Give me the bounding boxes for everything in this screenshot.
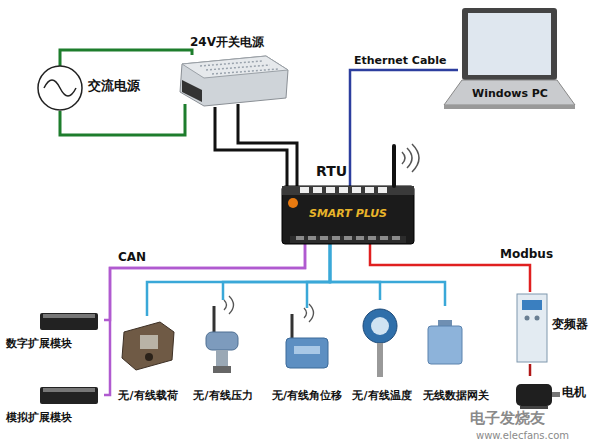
port xyxy=(326,187,335,193)
inverter-body xyxy=(517,294,547,362)
load-cell-hole xyxy=(145,353,153,361)
motor-body xyxy=(516,384,552,406)
digital-module: 数字扩展模块 xyxy=(4,308,104,358)
temperature-head xyxy=(363,309,397,343)
connector-line xyxy=(350,70,458,186)
ac-source: 交流电源 xyxy=(38,66,146,111)
port xyxy=(365,187,374,193)
antenna xyxy=(291,314,294,340)
watermark-text: www.elecfans.com xyxy=(476,430,586,442)
port xyxy=(300,187,309,193)
angle-sensor xyxy=(286,338,328,368)
node-label: 无/有线温度 xyxy=(342,390,422,403)
temperature-sensor: 无/有线温度 xyxy=(346,300,418,410)
power-supply-top xyxy=(182,56,288,78)
module-body xyxy=(40,387,98,404)
antenna xyxy=(213,306,216,334)
laptop-screen-frame xyxy=(462,8,557,80)
connector-line xyxy=(223,244,330,300)
inverter-display xyxy=(522,300,542,310)
node-label: 无/有线载荷 xyxy=(108,390,188,403)
node-label: 交流电源 xyxy=(88,79,148,94)
load-cell xyxy=(122,322,174,370)
connector-line xyxy=(529,364,532,376)
watermark-text: 电子发烧友 xyxy=(470,410,560,427)
bus-label: CAN xyxy=(118,251,228,265)
load-cell-plate xyxy=(140,335,158,349)
connector-line xyxy=(215,107,287,186)
device-brand: SMART PLUS xyxy=(282,208,414,221)
angle-sensor: 无/有线角位移 xyxy=(262,308,352,410)
port xyxy=(378,187,387,193)
pressure-fitting xyxy=(213,366,231,373)
connector-line xyxy=(147,244,330,316)
logo-dot xyxy=(288,198,298,208)
laptop-base xyxy=(444,80,575,105)
connector-line xyxy=(104,244,305,395)
connector-line xyxy=(330,244,445,306)
windows-pc: Windows PC xyxy=(458,6,562,112)
connector-line xyxy=(330,244,380,300)
power-wire xyxy=(60,104,185,135)
gateway-body xyxy=(428,326,462,364)
antenna xyxy=(392,146,396,186)
node-label: 变频器 xyxy=(552,318,592,332)
laptop-screen xyxy=(468,13,551,75)
inverter-button xyxy=(525,316,530,321)
bus-label: Ethernet Cable xyxy=(354,55,464,68)
wifi-waves xyxy=(304,304,314,322)
wifi-waves xyxy=(402,144,419,172)
angle-sensor-label xyxy=(294,346,320,354)
motor-shaft xyxy=(552,392,560,397)
sine-wave xyxy=(44,80,76,96)
node-label: 模拟扩展模块 xyxy=(6,412,102,425)
gateway-cap xyxy=(438,320,452,326)
ac-source-symbol xyxy=(38,66,82,110)
power-wire xyxy=(238,104,297,186)
node-label: RTU xyxy=(316,163,376,179)
node-label: 无线数据网关 xyxy=(416,390,496,403)
port xyxy=(313,187,322,193)
power-supply-body xyxy=(180,56,288,106)
terminals xyxy=(296,236,400,240)
pressure-stem xyxy=(216,350,228,366)
module-body xyxy=(40,313,98,330)
connector-line xyxy=(307,244,330,308)
node-label: Windows PC xyxy=(458,88,562,101)
pressure-sensor: 无/有线压力 xyxy=(188,300,258,410)
terminal-strip xyxy=(182,80,202,102)
wireless-gateway: 无线数据网关 xyxy=(420,306,492,410)
temperature-probe xyxy=(377,343,383,377)
vent-holes xyxy=(200,61,278,74)
bus-label: Modbus xyxy=(500,248,592,262)
laptop-edge xyxy=(444,105,575,109)
node-label: 无/有线压力 xyxy=(183,390,263,403)
node-label: 电机 xyxy=(562,386,590,400)
power-supply: 24V开关电源 xyxy=(180,55,288,107)
rtu-device: RTUSMART PLUS xyxy=(282,186,414,244)
module-terminals xyxy=(43,388,95,392)
terminal-row xyxy=(290,236,406,243)
inverter-button xyxy=(535,316,540,321)
module-terminals xyxy=(43,314,95,318)
inverter: 变频器 xyxy=(514,292,592,364)
analog-module: 模拟扩展模块 xyxy=(4,382,104,432)
pressure-head xyxy=(206,332,238,350)
node-label: 24V开关电源 xyxy=(190,36,286,50)
wifi-waves xyxy=(224,296,234,314)
port xyxy=(352,187,361,193)
rtu-body xyxy=(282,186,414,244)
connector-line xyxy=(60,50,192,66)
node-label: 数字扩展模块 xyxy=(6,338,102,351)
port xyxy=(339,187,348,193)
load-sensor: 无/有线载荷 xyxy=(112,316,184,410)
motor-base xyxy=(520,406,548,409)
node-label: 无/有线角位移 xyxy=(262,390,352,403)
temperature-display xyxy=(371,317,389,335)
